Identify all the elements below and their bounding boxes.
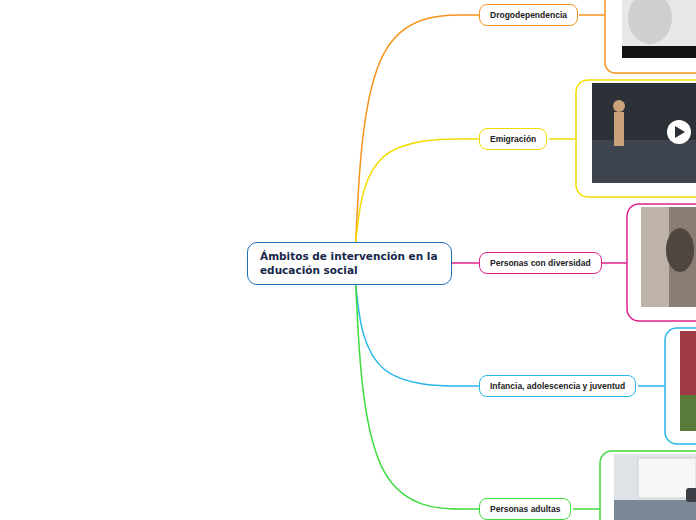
- photo-ground: [680, 395, 696, 431]
- image-frame: [605, 0, 696, 73]
- branch-connector: [452, 262, 479, 264]
- leader-line: [600, 262, 627, 264]
- branch-connector: [356, 285, 479, 509]
- photo-figure: [628, 0, 672, 44]
- branch-topic: Drogodependencia: [479, 4, 578, 26]
- image-frame: [600, 451, 696, 520]
- video-figure: [613, 100, 625, 112]
- leader-line: [579, 14, 605, 16]
- branch-connector: [356, 285, 479, 386]
- image-frame: [665, 328, 696, 444]
- topic-label: Drogodependencia: [490, 10, 567, 20]
- play-button: [667, 120, 691, 144]
- topic-label: Personas adultas: [490, 504, 560, 514]
- photo-figure: [666, 228, 694, 272]
- branch-topic: Infancia, adolescencia y juventud: [479, 375, 636, 397]
- branch-connector: [356, 139, 479, 242]
- branch-topic: Personas adultas: [479, 498, 571, 520]
- image-frame: [627, 204, 696, 321]
- photo: [614, 454, 696, 520]
- photo-window: [641, 207, 669, 307]
- play-button: [686, 488, 696, 502]
- topic-title: Ámbitos de intervención en la educación …: [260, 250, 439, 277]
- image-frame: [576, 80, 696, 197]
- video-floor: [592, 140, 696, 183]
- photo: [641, 207, 696, 307]
- topic-label: Infancia, adolescencia y juventud: [490, 381, 625, 391]
- photo: [680, 331, 696, 431]
- branch-topic: Personas con diversidad: [479, 252, 602, 274]
- topic-label: Emigración: [490, 134, 536, 144]
- central-topic: Ámbitos de intervención en la educación …: [247, 242, 452, 285]
- topic-label: Personas con diversidad: [490, 258, 591, 268]
- play-icon: [675, 126, 685, 138]
- branch-connector: [356, 15, 479, 242]
- branch-topic: Emigración: [479, 128, 547, 150]
- leader-line: [573, 508, 600, 510]
- leader-line: [638, 385, 665, 387]
- video-thumbnail: [592, 83, 696, 183]
- classroom: [614, 500, 696, 520]
- photo-band: [622, 46, 696, 58]
- video-figure: [614, 112, 624, 146]
- leader-line: [549, 138, 576, 140]
